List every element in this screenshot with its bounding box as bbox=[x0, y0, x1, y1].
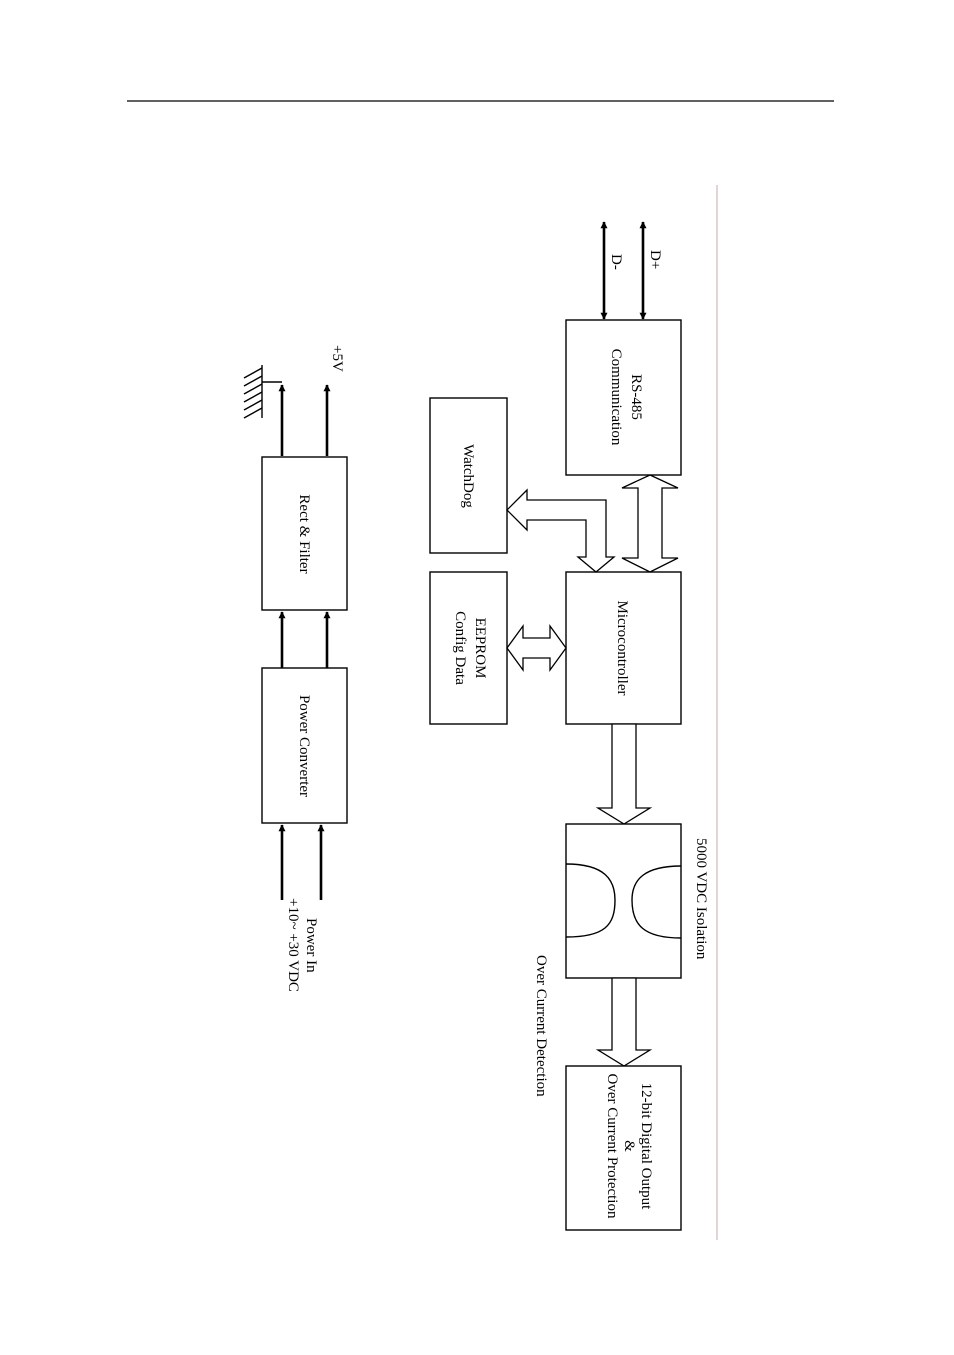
rs485-micro-bus-arrow bbox=[622, 475, 678, 572]
isolation-output-arrow bbox=[598, 978, 650, 1066]
microcontroller-block: Microcontroller bbox=[566, 572, 681, 724]
rect-filter-label: Rect & Filter bbox=[296, 494, 312, 573]
d-minus-label: D- bbox=[608, 254, 624, 270]
isolation-block bbox=[566, 824, 681, 978]
output-label-line1: 12-bit Digital Output bbox=[638, 1083, 654, 1210]
output-label-line3: Over Current Protection bbox=[604, 1074, 620, 1219]
plus5v-label: +5V bbox=[329, 345, 345, 372]
watchdog-block: WatchDog bbox=[430, 398, 507, 553]
output-block: 12-bit Digital Output & Over Current Pro… bbox=[566, 1066, 681, 1230]
power-converter-label: Power Converter bbox=[296, 695, 312, 797]
rs485-label-line2: Communication bbox=[608, 349, 624, 446]
rs485-block: RS-485 Communication bbox=[566, 320, 681, 475]
d-plus-label: D+ bbox=[647, 250, 663, 269]
over-current-detection-label: Over Current Detection bbox=[533, 955, 549, 1097]
watchdog-label: WatchDog bbox=[460, 444, 476, 508]
micro-watchdog-arrow bbox=[507, 490, 614, 572]
rect-filter-block: Rect & Filter bbox=[262, 457, 347, 610]
eeprom-block: EEPROM Config Data bbox=[430, 572, 507, 724]
microcontroller-label: Microcontroller bbox=[614, 601, 630, 696]
eeprom-label-line2: Config Data bbox=[452, 611, 468, 685]
micro-eeprom-bus-arrow bbox=[507, 626, 566, 670]
power-in-label-line2: +10~ +30 VDC bbox=[285, 898, 301, 992]
power-converter-block: Power Converter bbox=[262, 668, 347, 823]
power-in-label-line1: Power In bbox=[303, 918, 319, 973]
micro-isolation-arrow bbox=[598, 724, 650, 824]
rs485-label-line1: RS-485 bbox=[628, 374, 644, 420]
isolation-label: 5000 VDC Isolation bbox=[693, 838, 709, 960]
output-label-line2: & bbox=[621, 1140, 637, 1152]
eeprom-label-line1: EEPROM bbox=[472, 618, 488, 679]
ground-symbol bbox=[244, 365, 282, 418]
